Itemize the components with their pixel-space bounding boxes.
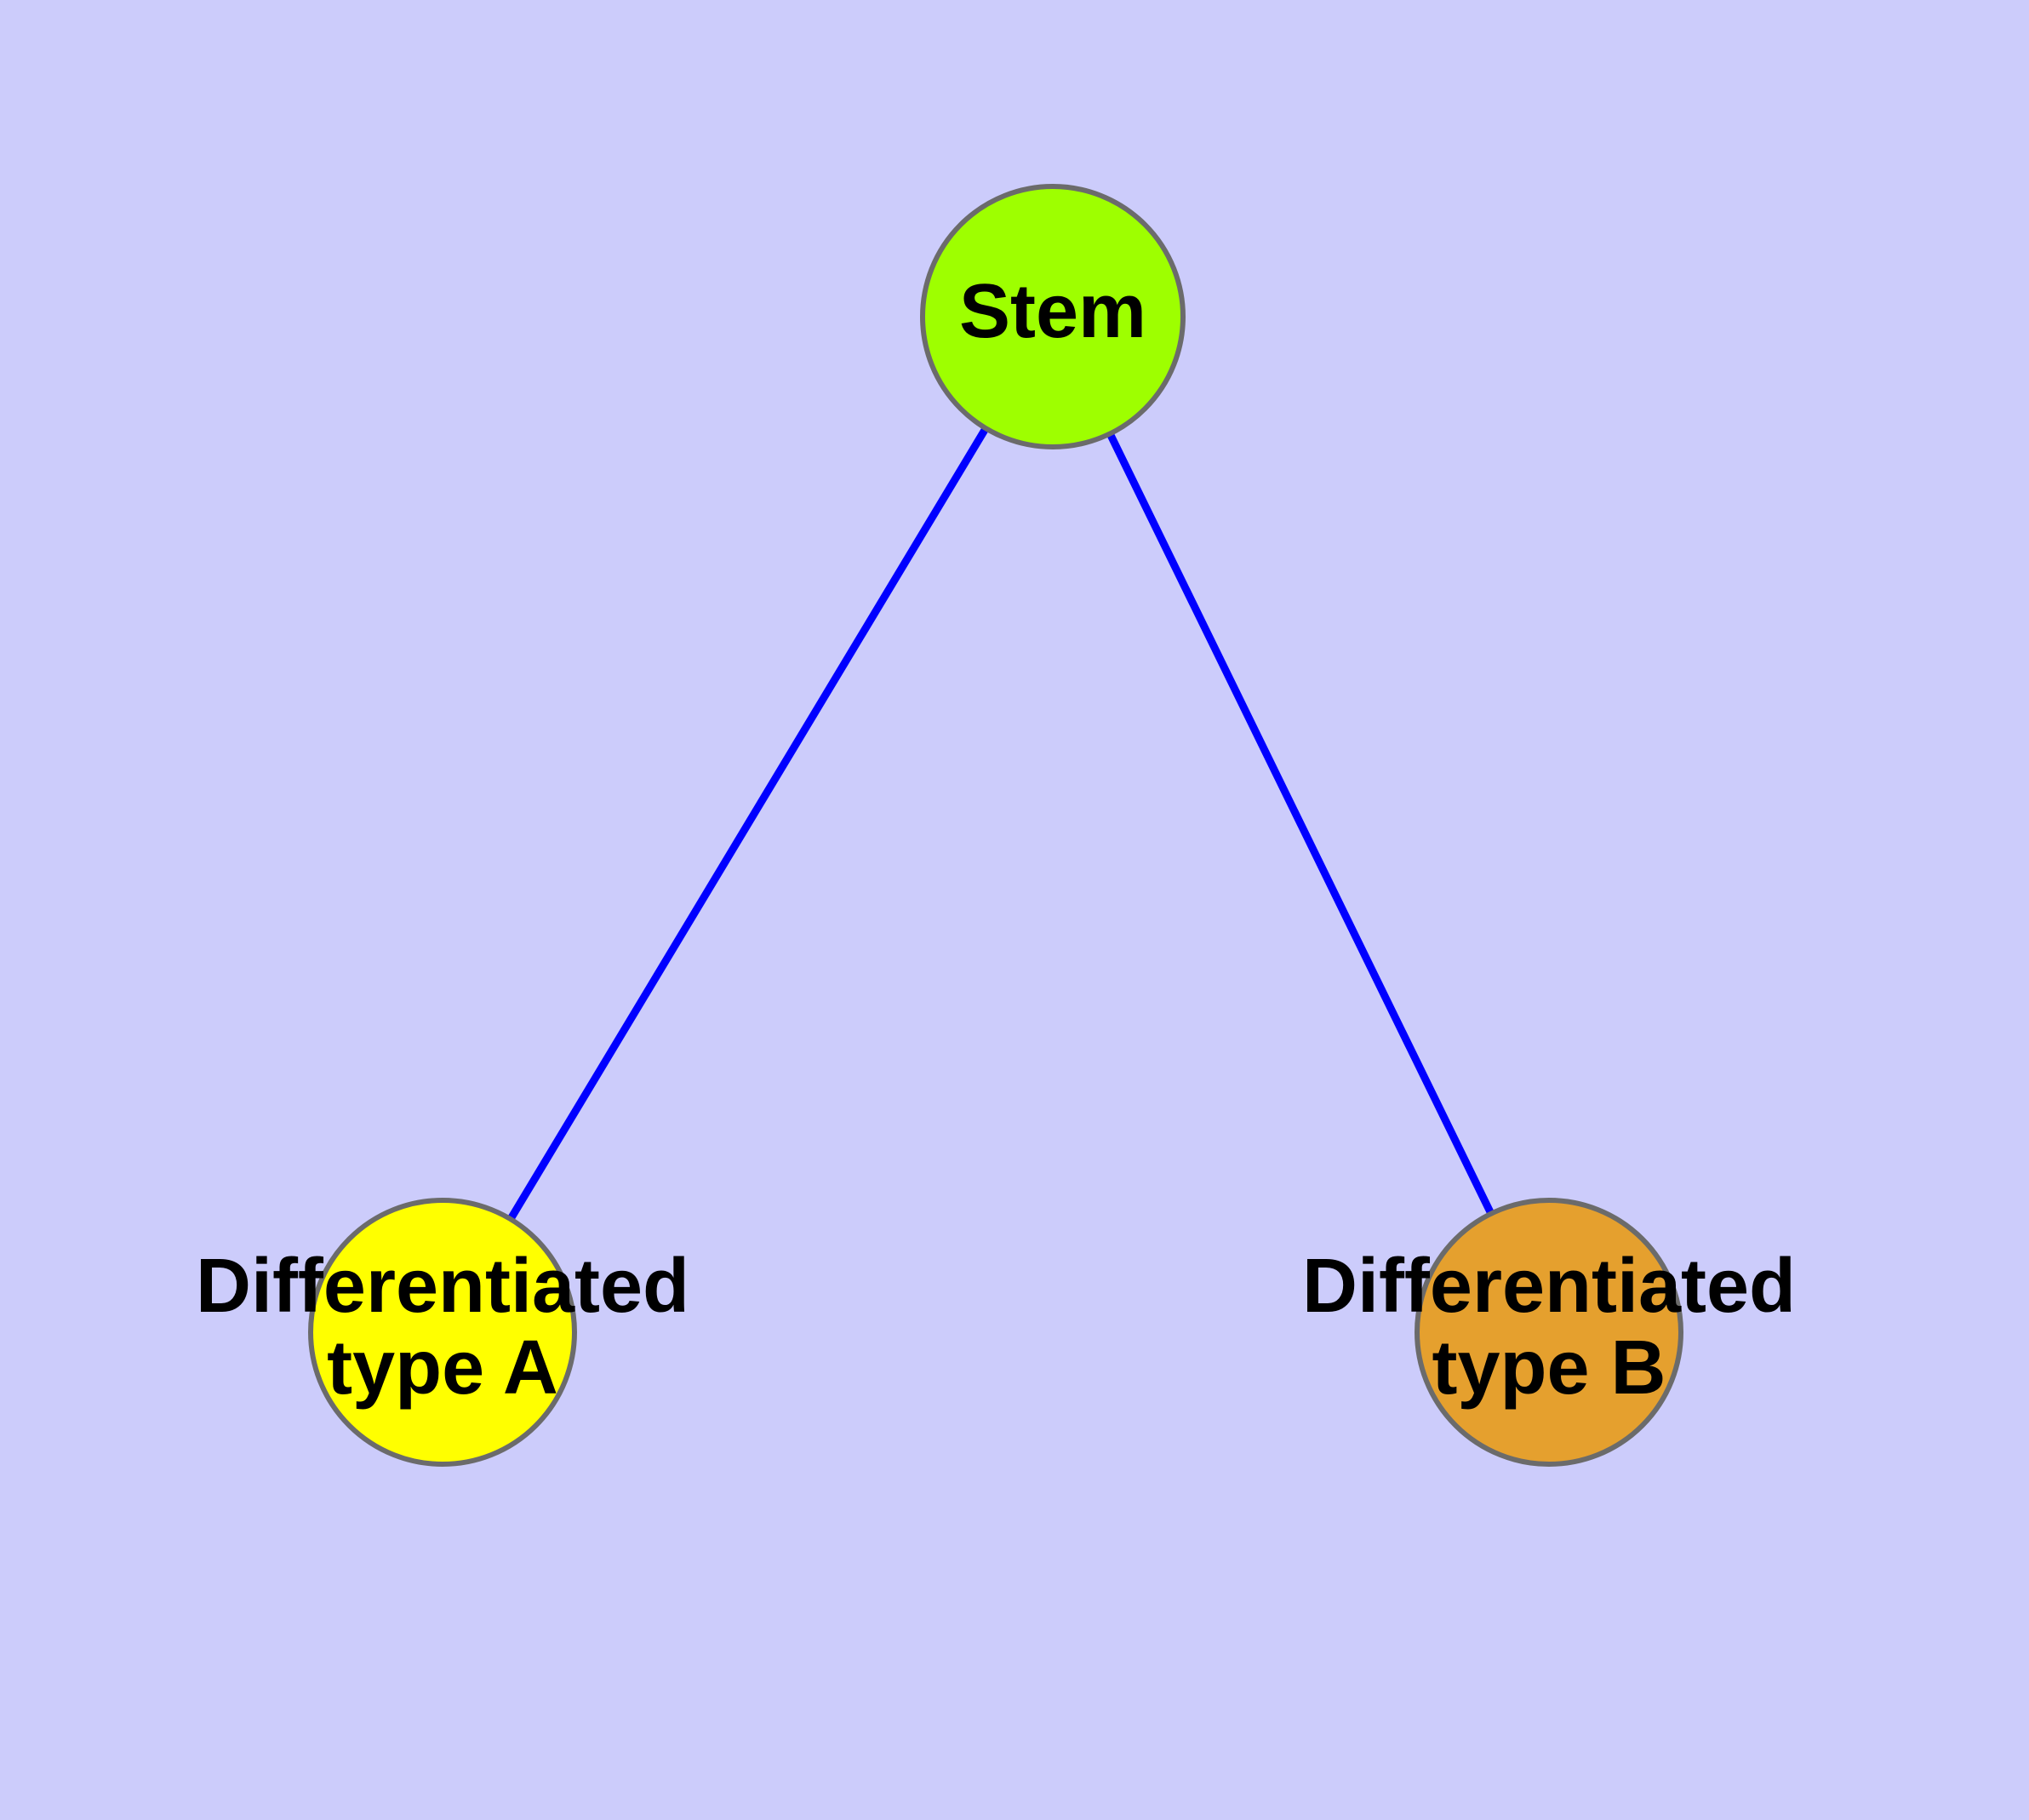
node-label-line: type A bbox=[327, 1325, 558, 1411]
node-label-line: type B bbox=[1432, 1325, 1666, 1411]
node-stem-circle[interactable] bbox=[920, 184, 1186, 449]
node-label-line: Stem bbox=[959, 269, 1146, 354]
node-label-line: Differentiated bbox=[196, 1244, 689, 1329]
node-stem[interactable] bbox=[920, 184, 1186, 449]
node-label-line: Differentiated bbox=[1302, 1244, 1796, 1329]
edges-layer bbox=[505, 423, 1496, 1224]
node-differentiated-type-a-circle[interactable] bbox=[308, 1198, 577, 1467]
edge-stem-to-differentiated-type-a[interactable] bbox=[505, 423, 992, 1224]
node-differentiated-type-b-circle[interactable] bbox=[1415, 1198, 1683, 1467]
node-stem-label: Stem bbox=[959, 269, 1146, 354]
nodes-layer bbox=[308, 184, 1683, 1467]
edge-stem-to-differentiated-type-b[interactable] bbox=[1105, 428, 1496, 1219]
node-differentiated-type-b[interactable] bbox=[1415, 1198, 1683, 1467]
node-differentiated-type-a[interactable] bbox=[308, 1198, 577, 1467]
